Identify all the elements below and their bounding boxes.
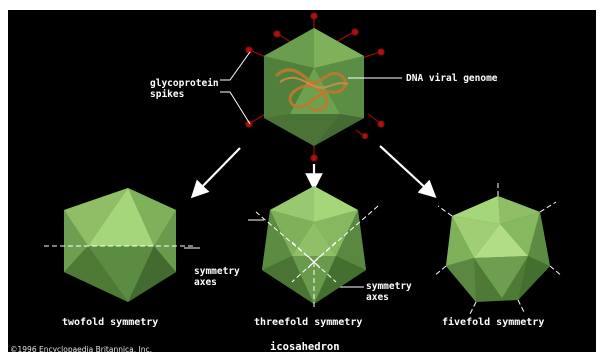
virus-icosahedron: [246, 13, 384, 161]
caption-threefold: threefold symmetry: [254, 317, 362, 328]
glycoprotein-spikes-label: glycoprotein spikes: [150, 78, 220, 100]
icosahedron-diagram: [8, 10, 596, 352]
symmetry-axes-label-left: symmetry axes: [194, 266, 264, 288]
copyright-text: ©1996 Encyclopaedia Britannica, Inc.: [10, 344, 152, 352]
twofold-icosahedron: [44, 188, 194, 302]
fivefold-icosahedron: [434, 180, 562, 314]
threefold-icosahedron: [256, 186, 378, 308]
dna-genome-label: DNA viral genome: [406, 73, 498, 84]
caption-twofold: twofold symmetry: [62, 317, 158, 328]
caption-fivefold: fivefold symmetry: [442, 317, 544, 328]
symmetry-axes-label-right: symmetry axes: [366, 281, 436, 303]
figure-title: icosahedron: [270, 342, 340, 352]
diagram-canvas: glycoprotein spikes DNA viral genome sym…: [8, 10, 596, 352]
